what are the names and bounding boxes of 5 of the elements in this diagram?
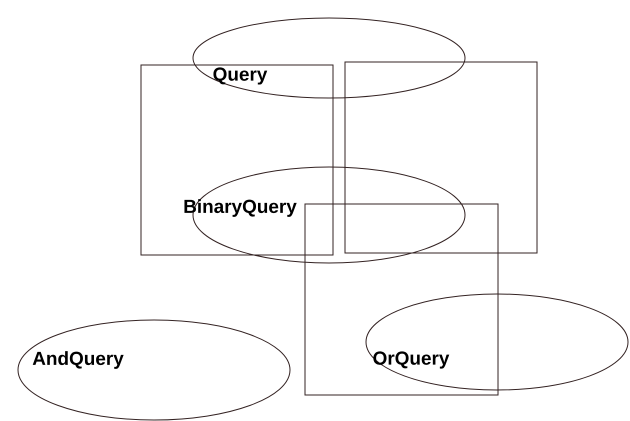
rectangle <box>140 64 334 256</box>
rectangle <box>304 204 498 396</box>
node-label: AndQuery <box>32 351 124 369</box>
node-label: Query <box>213 67 268 85</box>
rectangle <box>344 62 538 254</box>
